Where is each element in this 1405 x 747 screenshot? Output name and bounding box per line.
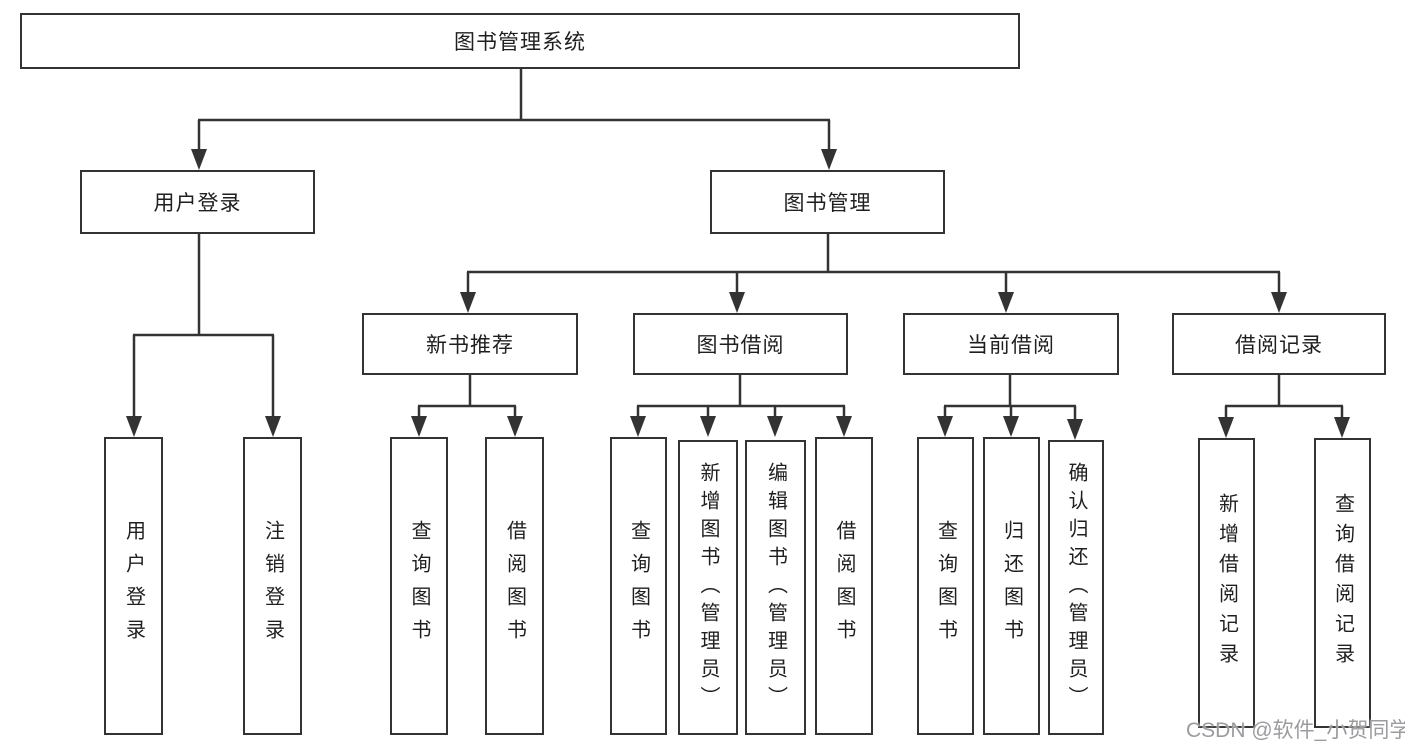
- arrow-down-icon: [126, 416, 142, 437]
- leaf-return-books-label: 归还图书: [1000, 520, 1023, 652]
- arrow-down-icon: [1218, 417, 1234, 438]
- leaf-query-books-borrow: 查询图书: [610, 437, 667, 735]
- leaf-borrow-books: 借阅图书: [815, 437, 873, 735]
- arrow-down-icon: [821, 149, 837, 170]
- leaf-add-book-admin: 新增图书（管理员）: [678, 440, 738, 735]
- leaf-logout-label: 注销登录: [261, 520, 284, 652]
- node-book-borrow: 图书借阅: [633, 313, 848, 375]
- arrow-down-icon: [191, 149, 207, 170]
- arrow-down-icon: [460, 292, 476, 313]
- leaf-query-borrow-record-label: 查询借阅记录: [1331, 493, 1354, 673]
- node-new-book-recommend: 新书推荐: [362, 313, 578, 375]
- node-borrow-records: 借阅记录: [1172, 313, 1386, 375]
- arrow-down-icon: [507, 416, 523, 437]
- leaf-query-books-current-label: 查询图书: [934, 520, 957, 652]
- node-root: 图书管理系统: [20, 13, 1020, 69]
- leaf-add-book-admin-label: 新增图书（管理员）: [697, 461, 719, 714]
- leaf-user-login: 用户登录: [104, 437, 163, 735]
- node-book-borrow-label: 图书借阅: [696, 334, 785, 357]
- leaf-edit-book-admin: 编辑图书（管理员）: [745, 440, 806, 735]
- leaf-borrow-books-recommend-label: 借阅图书: [503, 520, 526, 652]
- arrow-down-icon: [265, 416, 281, 437]
- leaf-confirm-return-admin-label: 确认归还（管理员）: [1065, 461, 1087, 714]
- node-root-label: 图书管理系统: [454, 31, 586, 54]
- leaf-query-books-current: 查询图书: [917, 437, 974, 735]
- arrow-down-icon: [700, 416, 716, 437]
- arrow-down-icon: [630, 416, 646, 437]
- arrow-down-icon: [411, 416, 427, 437]
- leaf-user-login-label: 用户登录: [122, 520, 145, 652]
- leaf-query-borrow-record: 查询借阅记录: [1314, 438, 1371, 728]
- watermark: CSDN @软件_小贺同学: [1186, 719, 1405, 742]
- node-user-login-label: 用户登录: [153, 192, 242, 215]
- node-user-login: 用户登录: [80, 170, 315, 234]
- leaf-borrow-books-recommend: 借阅图书: [485, 437, 544, 735]
- arrow-down-icon: [836, 416, 852, 437]
- node-new-book-recommend-label: 新书推荐: [426, 334, 514, 357]
- leaf-query-books-borrow-label: 查询图书: [627, 520, 650, 652]
- arrow-down-icon: [937, 416, 953, 437]
- leaf-add-borrow-record-label: 新增借阅记录: [1215, 493, 1238, 673]
- arrow-down-icon: [1334, 417, 1350, 438]
- node-book-management: 图书管理: [710, 170, 945, 234]
- arrow-down-icon: [1271, 292, 1287, 313]
- leaf-query-books-recommend-label: 查询图书: [408, 520, 430, 652]
- node-current-borrow: 当前借阅: [903, 313, 1119, 375]
- node-current-borrow-label: 当前借阅: [967, 334, 1055, 357]
- leaf-logout: 注销登录: [243, 437, 302, 735]
- arrow-down-icon: [729, 292, 745, 313]
- arrow-down-icon: [1003, 416, 1019, 437]
- leaf-borrow-books-label: 借阅图书: [833, 520, 855, 652]
- arrow-down-icon: [998, 292, 1014, 313]
- arrow-down-icon: [767, 416, 783, 437]
- arrow-down-icon: [1067, 419, 1083, 440]
- leaf-edit-book-admin-label: 编辑图书（管理员）: [764, 461, 787, 714]
- leaf-add-borrow-record: 新增借阅记录: [1198, 438, 1255, 728]
- node-borrow-records-label: 借阅记录: [1235, 334, 1323, 357]
- leaf-return-books: 归还图书: [983, 437, 1040, 735]
- leaf-query-books-recommend: 查询图书: [390, 437, 448, 735]
- node-book-management-label: 图书管理: [783, 192, 872, 215]
- leaf-confirm-return-admin: 确认归还（管理员）: [1048, 440, 1104, 735]
